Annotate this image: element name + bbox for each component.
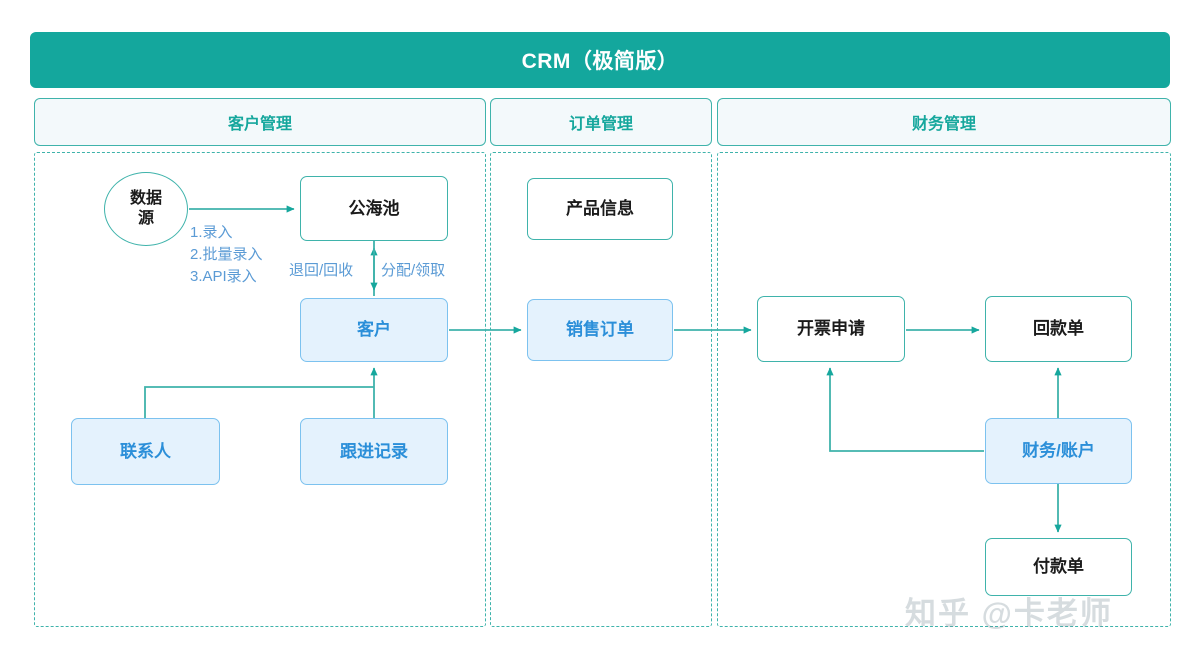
section-body-order [490, 152, 712, 627]
node-public-pool[interactable]: 公海池 [300, 176, 448, 241]
section-header-order[interactable]: 订单管理 [490, 98, 712, 146]
node-data-source[interactable]: 数据 源 [104, 172, 188, 246]
section-body-customer [34, 152, 486, 627]
node-invoice-request[interactable]: 开票申请 [757, 296, 905, 362]
node-product-info[interactable]: 产品信息 [527, 178, 673, 240]
edge-label-assign-claim: 分配/领取 [381, 262, 446, 279]
node-receipt[interactable]: 回款单 [985, 296, 1132, 362]
node-payment[interactable]: 付款单 [985, 538, 1132, 596]
node-finance-account[interactable]: 财务/账户 [985, 418, 1132, 484]
edge-label-return-recycle: 退回/回收 [289, 262, 354, 279]
node-follow-up[interactable]: 跟进记录 [300, 418, 448, 485]
node-sales-order[interactable]: 销售订单 [527, 299, 673, 361]
node-customer[interactable]: 客户 [300, 298, 448, 362]
edge-label-entry-methods: 1.录入 2.批量录入 3.API录入 [190, 224, 263, 285]
section-body-finance [717, 152, 1171, 627]
node-contact[interactable]: 联系人 [71, 418, 220, 485]
page-title: CRM（极简版） [30, 32, 1170, 88]
section-header-customer[interactable]: 客户管理 [34, 98, 486, 146]
section-header-finance[interactable]: 财务管理 [717, 98, 1171, 146]
node-data-source-label: 数据 源 [129, 190, 162, 227]
